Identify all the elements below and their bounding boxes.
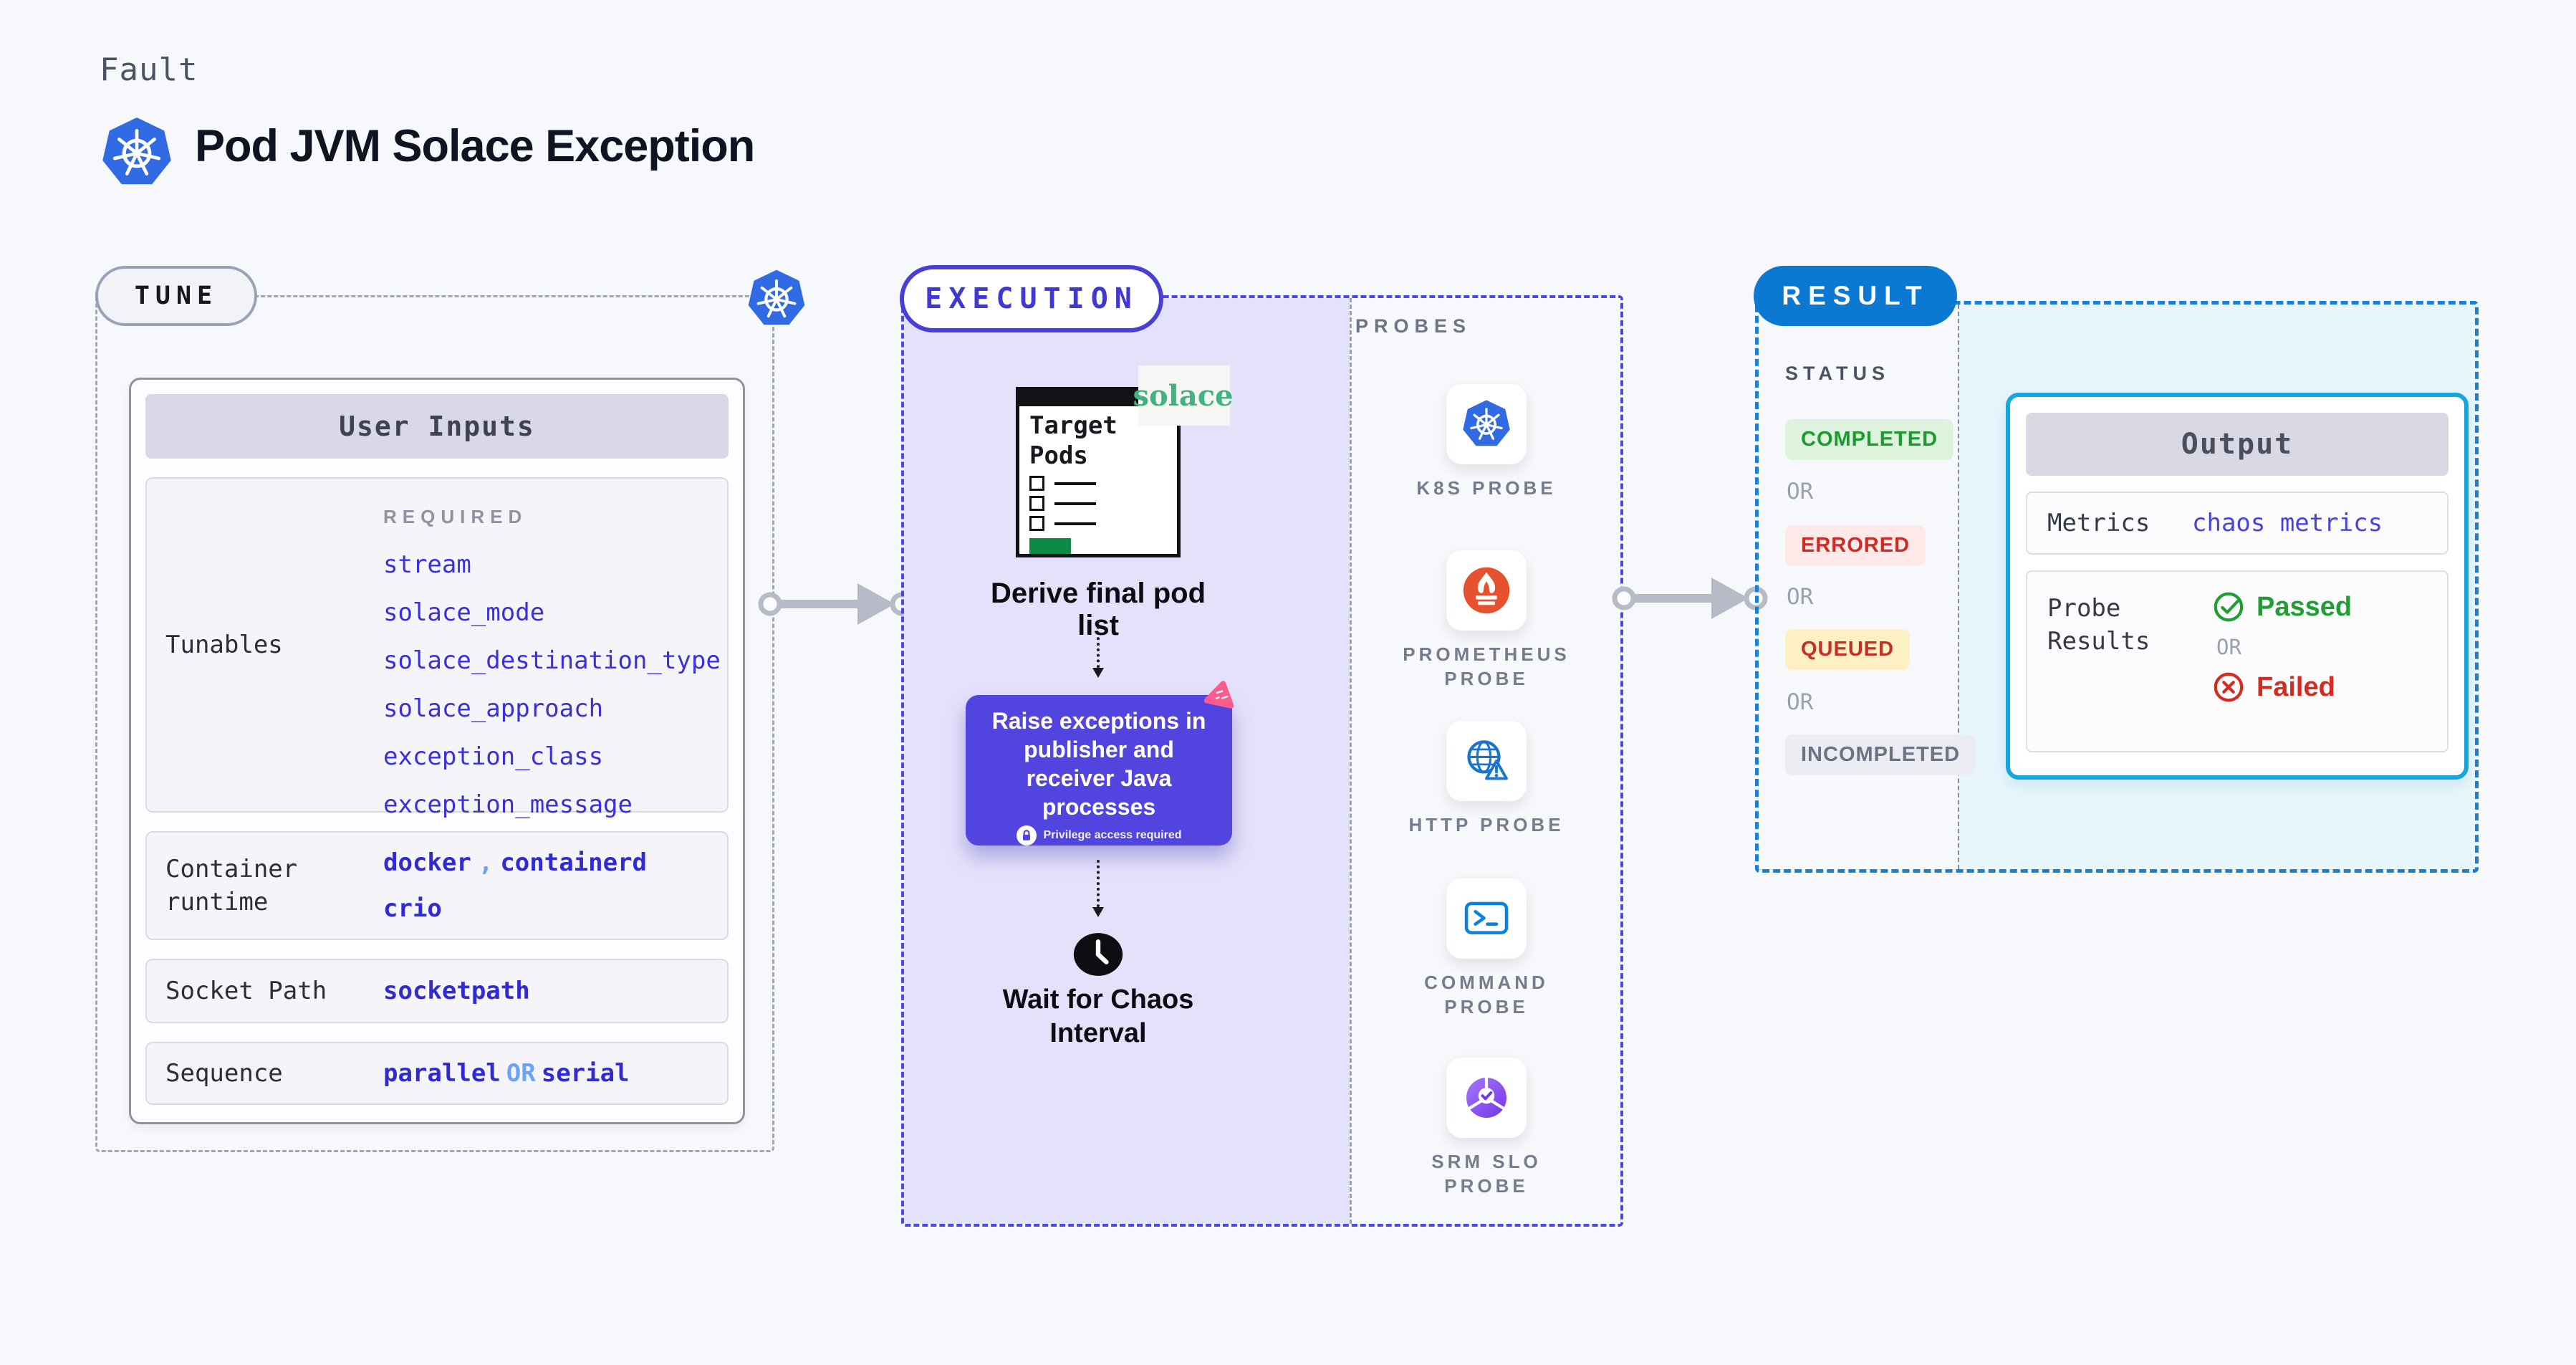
status-badge-queued: QUEUED — [1785, 629, 1911, 670]
or-label: OR — [1787, 584, 1814, 610]
failed-result: Failed — [2212, 671, 2352, 704]
kubernetes-icon — [746, 269, 807, 329]
or-label: OR — [2216, 635, 2241, 659]
tunable-value: solace_approach — [383, 694, 604, 723]
container-runtime-row: Container runtime docker,containerd crio — [145, 831, 729, 940]
privilege-note: Privilege access required — [1043, 829, 1182, 841]
checkbox-icon — [1029, 476, 1044, 491]
tunables-row: Tunables REQUIRED stream solace_mode sol… — [145, 477, 729, 819]
output-card: Output Metrics chaos metrics Probe Resul… — [2006, 393, 2469, 780]
raise-exceptions-text: Raise exceptions in publisher and receiv… — [991, 708, 1206, 820]
kubernetes-icon — [100, 115, 173, 191]
status-badge-completed: COMPLETED — [1785, 419, 1954, 460]
status-badge-incompleted: INCOMPLETED — [1785, 734, 1976, 775]
container-runtime-value: crio — [383, 894, 442, 923]
user-inputs-card: User Inputs Tunables REQUIRED stream sol… — [129, 378, 745, 1124]
socket-path-row: Socket Path socketpath — [145, 959, 729, 1023]
tunable-value: stream — [383, 550, 471, 579]
probe-results-label: Probe Results — [2047, 594, 2150, 656]
srm-slo-probe-card — [1446, 1058, 1527, 1138]
clock-icon — [1072, 931, 1124, 977]
raise-exceptions-step: Raise exceptions in publisher and receiv… — [966, 695, 1232, 846]
status-heading: STATUS — [1785, 363, 1890, 384]
probe-label: COMMAND PROBE — [1424, 972, 1549, 1017]
flow-arrow — [757, 579, 915, 629]
wait-chaos-interval-label: Wait for Chaos Interval — [1002, 985, 1194, 1048]
terminal-icon — [1461, 894, 1512, 944]
status-badge-errored: ERRORED — [1785, 525, 1926, 566]
probe-label: SRM SLO PROBE — [1431, 1151, 1542, 1197]
tune-section — [95, 295, 774, 1152]
tunable-value: solace_destination_type — [383, 646, 721, 675]
required-label: REQUIRED — [383, 506, 528, 527]
tunable-value: solace_mode — [383, 598, 545, 627]
user-inputs-title: User Inputs — [145, 394, 729, 459]
flow-down-arrow — [1092, 860, 1104, 917]
lock-icon — [1017, 825, 1037, 846]
pod-list-item — [1029, 476, 1167, 491]
solace-logo: solace — [1133, 365, 1234, 426]
http-probe-card — [1446, 721, 1527, 801]
prometheus-icon — [1461, 565, 1512, 616]
window-titlebar — [1019, 391, 1177, 406]
probe-label: HTTP PROBE — [1408, 814, 1565, 835]
metrics-value: chaos metrics — [2192, 509, 2383, 537]
socket-path-label: Socket Path — [165, 977, 327, 1005]
probe-results-row: Probe Results Passed OR Failed — [2026, 570, 2448, 752]
flow-down-arrow — [1092, 621, 1104, 678]
http-globe-icon — [1461, 736, 1512, 786]
probe-label: K8S PROBE — [1416, 477, 1557, 499]
k8s-probe-card — [1446, 384, 1527, 464]
passed-result: Passed — [2212, 590, 2352, 623]
metrics-label: Metrics — [2047, 509, 2150, 537]
probes-heading: PROBES — [1355, 315, 1472, 337]
probe-label: PROMETHEUS PROBE — [1403, 643, 1570, 689]
tunable-value: exception_message — [383, 790, 633, 819]
socket-path-value: socketpath — [383, 977, 530, 1005]
pod-list-item — [1029, 496, 1167, 511]
chaos-litmus-icon — [1203, 678, 1238, 712]
sequence-label: Sequence — [165, 1059, 283, 1088]
pod-list-item — [1029, 516, 1167, 531]
page-title: Pod JVM Solace Exception — [195, 121, 755, 171]
derive-pod-list-label: Derive final pod list — [990, 578, 1206, 641]
tunable-value: exception_class — [383, 742, 604, 771]
select-button — [1029, 538, 1071, 554]
prometheus-probe-card — [1446, 550, 1527, 631]
command-probe-card — [1446, 878, 1527, 959]
checkbox-icon — [1029, 516, 1044, 531]
checkbox-icon — [1029, 496, 1044, 511]
output-title: Output — [2026, 413, 2448, 476]
fault-eyebrow: Fault — [100, 52, 198, 88]
kubernetes-icon — [1461, 399, 1512, 449]
container-runtime-values: docker,containerd — [383, 848, 648, 877]
container-runtime-label: Container runtime — [165, 855, 298, 916]
metrics-row: Metrics chaos metrics — [2026, 492, 2448, 555]
tune-badge: TUNE — [95, 266, 257, 326]
target-pods-title: Target Pods — [1029, 411, 1118, 470]
tunables-label: Tunables — [165, 631, 283, 659]
slo-pie-icon — [1461, 1073, 1512, 1123]
check-circle-icon — [2212, 590, 2245, 623]
or-label: OR — [1787, 479, 1814, 504]
flow-arrow — [1611, 573, 1769, 623]
x-circle-icon — [2212, 671, 2245, 704]
or-label: OR — [1787, 689, 1814, 715]
execution-badge: EXECUTION — [900, 265, 1163, 332]
result-badge: RESULT — [1754, 266, 1957, 326]
